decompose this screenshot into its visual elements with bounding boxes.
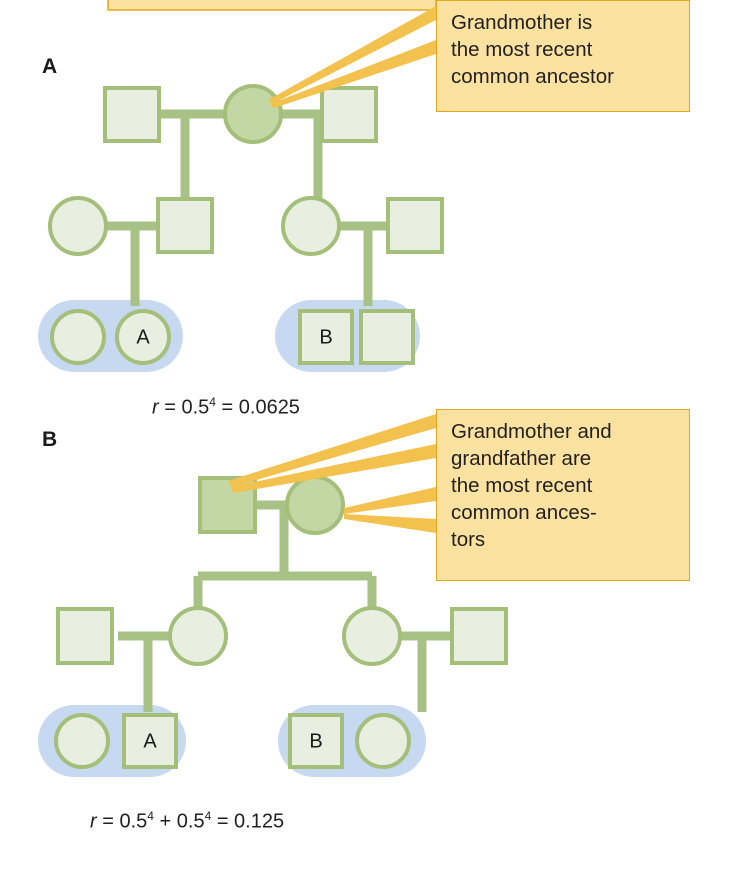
callout-a-leaders <box>268 6 436 108</box>
symbol-square-b-g3-2-labelA <box>122 713 178 769</box>
formula-b-eq3: = 0.125 <box>211 810 285 833</box>
formula-a-eq1: = 0.5 <box>158 396 210 419</box>
symbol-circle-b-g2-left <box>168 606 228 666</box>
panel-a-letter: A <box>42 55 58 78</box>
formula-panel-b: r = 0.54 + 0.54 = 0.125 <box>90 809 284 834</box>
symbol-circle-a-g2-right <box>281 196 341 256</box>
formula-a-exponent1: 4 <box>209 395 216 409</box>
symbol-circle-b-g3-2 <box>355 713 411 769</box>
symbol-square-b-g2-rightmate <box>450 607 508 665</box>
formula-b-eq2: + 0.5 <box>153 810 205 833</box>
panel-b-connectors <box>118 500 452 712</box>
callout-b-line-5: tors <box>451 528 486 551</box>
symbol-square-a-g2-leftmate <box>156 197 214 254</box>
symbol-circle-a-g3-1 <box>50 309 106 365</box>
callout-b-line-4: common ances- <box>451 501 597 524</box>
panel-b-group <box>38 414 508 777</box>
symbol-circle-b-g3-1 <box>54 713 110 769</box>
callout-clipped-top <box>107 0 437 11</box>
symbol-circle-b-g2-right <box>342 606 402 666</box>
symbol-circle-a-g3-2-labelA <box>115 309 171 365</box>
callout-a-line-1: Grandmother is <box>451 11 593 34</box>
symbol-square-a-g1-right <box>320 86 378 143</box>
callout-a-line-2: the most recent <box>451 38 593 61</box>
formula-b-exponent2: 4 <box>204 809 212 823</box>
symbol-square-a-g2-rightmate <box>386 197 444 254</box>
callout-b-leaders <box>228 414 436 533</box>
panel-a-group <box>38 6 444 372</box>
formula-b-variable: r <box>90 810 97 833</box>
callout-b-line-1: Grandmother and <box>451 420 612 443</box>
symbol-square-a-g1-left <box>103 86 161 143</box>
callout-box-panel-b: Grandmother and grandfather are the most… <box>436 409 690 581</box>
formula-b-exponent1: 4 <box>147 809 154 823</box>
formula-b-eq1: = 0.5 <box>96 810 148 833</box>
symbol-square-b-g3-1-labelB <box>288 713 344 769</box>
callout-a-line-3: common ancestor <box>451 65 614 88</box>
symbol-circle-b-g1-grandmother <box>285 475 345 535</box>
symbol-circle-a-g1-grandmother <box>223 84 283 144</box>
formula-a-eq2: = 0.0625 <box>215 396 300 419</box>
symbol-square-a-g3-2 <box>359 309 415 365</box>
callout-b-line-2: grandfather are <box>451 447 592 470</box>
callout-box-panel-a: Grandmother is the most recent common an… <box>436 0 690 112</box>
symbol-square-a-g3-1-labelB <box>298 309 354 365</box>
formula-a-variable: r <box>152 396 159 419</box>
callout-b-line-3: the most recent <box>451 474 593 497</box>
panel-b-letter: B <box>42 428 58 451</box>
symbol-circle-a-g2-left <box>48 196 108 256</box>
formula-panel-a: r = 0.54 = 0.0625 <box>152 395 300 420</box>
symbol-square-b-g2-leftmate <box>56 607 114 665</box>
